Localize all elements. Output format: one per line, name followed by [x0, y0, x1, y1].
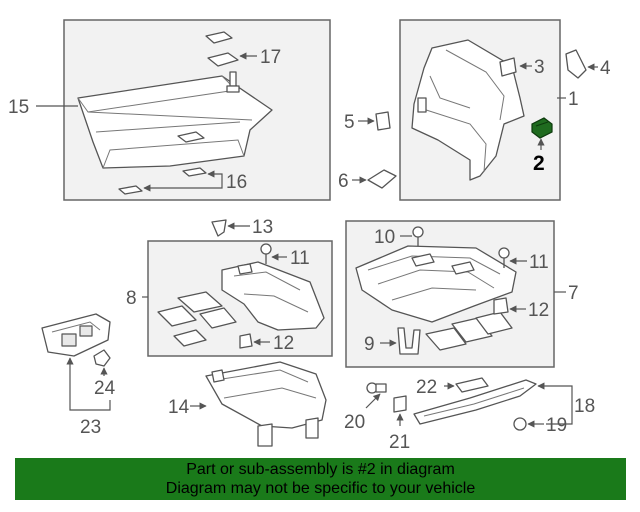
- callout-22: 22: [416, 377, 437, 398]
- part-11-pin-left: [260, 243, 272, 264]
- part-14-tray: [205, 361, 327, 447]
- part-23-bracket: [41, 313, 111, 357]
- part-9-hook: [397, 327, 421, 355]
- tray-7-pads: [425, 311, 513, 351]
- part-12-clip-left: [239, 333, 253, 349]
- floor-bolt: [226, 71, 240, 93]
- part-4-clip: [565, 49, 587, 79]
- callout-7: 7: [568, 283, 579, 304]
- callout-20: 20: [344, 412, 365, 433]
- part-13-clip: [211, 219, 227, 237]
- callout-15: 15: [8, 97, 29, 118]
- part-6-pad: [367, 169, 397, 189]
- callout-12-right: 12: [528, 300, 549, 321]
- callout-17: 17: [260, 47, 281, 68]
- callout-11-right: 11: [529, 252, 549, 273]
- callout-14: 14: [168, 397, 190, 418]
- tray-8-pads: [157, 291, 237, 347]
- callout-16: 16: [226, 172, 247, 193]
- callout-13: 13: [252, 217, 273, 238]
- part-20-bolt: [366, 382, 387, 394]
- part-21-clip: [393, 395, 407, 413]
- side-trim-panel: [411, 39, 525, 181]
- callout-21: 21: [389, 432, 410, 453]
- part-22-clip: [455, 377, 489, 393]
- part-2-fastener: [531, 117, 553, 139]
- callout-24: 24: [94, 378, 116, 399]
- callout-4: 4: [600, 58, 611, 79]
- part-17-clip: [205, 31, 239, 67]
- callout-6: 6: [338, 171, 349, 192]
- part-11-pin-right: [498, 247, 510, 268]
- callout-9: 9: [364, 334, 375, 355]
- fitment-banner: Part or sub-assembly is #2 in diagram Di…: [15, 458, 626, 500]
- callout-2: 2: [533, 152, 545, 175]
- banner-line-1: Part or sub-assembly is #2 in diagram: [186, 461, 455, 478]
- callout-8: 8: [126, 288, 137, 309]
- callout-12-left: 12: [273, 333, 294, 354]
- callout-5: 5: [344, 112, 355, 133]
- part-16-pads: [118, 167, 207, 195]
- part-12-clip-right: [493, 297, 509, 315]
- tray-7-main: [355, 245, 517, 323]
- callout-23: 23: [80, 417, 101, 438]
- tray-8-main: [221, 261, 325, 331]
- part-3-clip: [499, 57, 517, 77]
- callout-18: 18: [574, 396, 595, 417]
- callout-1: 1: [568, 89, 579, 110]
- banner-line-2: Diagram may not be specific to your vehi…: [165, 480, 476, 497]
- part-18-rail: [413, 379, 537, 425]
- callout-3: 3: [534, 57, 545, 78]
- part-5-grommet: [375, 111, 391, 131]
- part-24-pin: [93, 349, 111, 367]
- part-10-pin: [412, 226, 424, 246]
- part-19-pin: [513, 417, 527, 431]
- callout-11-left: 11: [290, 248, 310, 269]
- callout-10: 10: [374, 227, 395, 248]
- parts-diagram: 15 17 16 3 1 2 4 5 6 13: [8, 19, 611, 453]
- callout-19: 19: [546, 415, 567, 436]
